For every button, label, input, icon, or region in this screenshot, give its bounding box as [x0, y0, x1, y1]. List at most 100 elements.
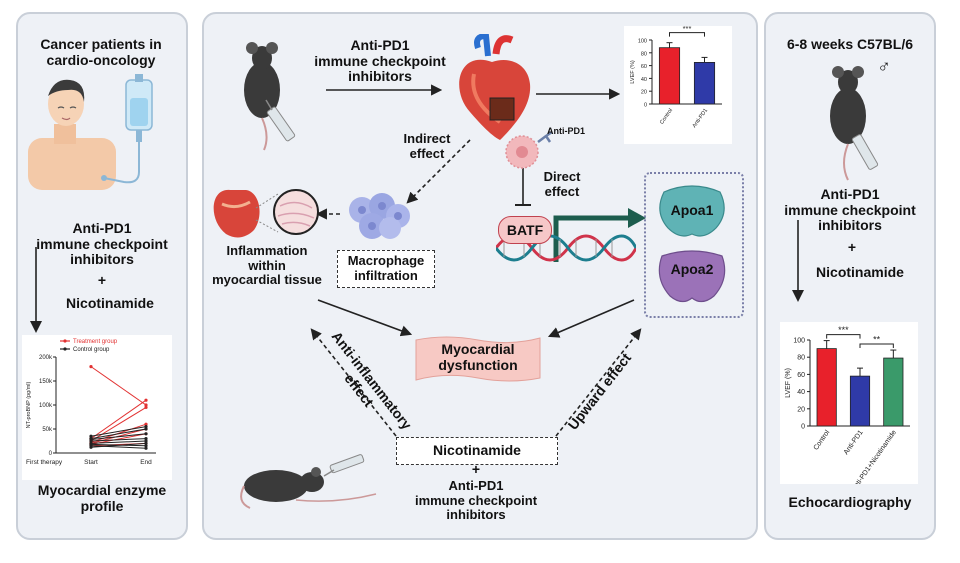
macrophage-box: Macrophage infiltration: [337, 250, 435, 288]
significance-label: ***: [838, 325, 849, 335]
apoa1-label: Apoa1: [670, 202, 714, 218]
apoa2-protein-icon: [658, 250, 726, 303]
center-drug-label: Anti-PD1 immune checkpoint inhibitors: [300, 37, 460, 85]
left-nicotinamide: Nicotinamide: [66, 295, 154, 311]
left-drug-line-2: immune checkpoint: [36, 235, 168, 252]
y-axis-label: NT-proBNP (pg/ml): [26, 382, 32, 429]
category-label: Anti-PD1: [692, 108, 710, 129]
nicotinamide-box: Nicotinamide: [396, 437, 558, 465]
direct-effect-label: Direct effect: [532, 169, 592, 199]
legend-marker: [63, 347, 67, 351]
data-point: [144, 437, 148, 441]
bottom-drug-line-1: Anti-PD1: [448, 478, 504, 493]
inflamed-heart-icon: [213, 189, 319, 238]
arrow-indirect-effect: [406, 139, 471, 204]
dysfunction-label: Myocardial dysfunction: [412, 341, 544, 373]
center-plus: +: [471, 461, 481, 477]
x-tick-label: First therapy: [26, 459, 63, 466]
y-tick-label: 150k: [39, 379, 53, 385]
bar: [658, 47, 681, 105]
center-bottom-drug-label: Anti-PD1 immune checkpoint inhibitors: [396, 478, 556, 523]
data-point: [144, 441, 148, 445]
data-point: [144, 427, 148, 431]
significance-label: **: [873, 335, 881, 345]
x-tick-label: End: [140, 459, 152, 466]
indirect-line-2: effect: [409, 145, 445, 161]
category-label: Anti-PD1: [843, 429, 865, 456]
left-plus: +: [97, 272, 107, 288]
patient-iv-illustration: [28, 74, 153, 190]
right-down-arrow: [792, 220, 804, 302]
left-caption: Myocardial enzyme profile: [22, 482, 182, 514]
y-axis-label: LVEF (%): [785, 368, 792, 398]
series-line: [90, 426, 147, 437]
mouse-right-icon: [830, 66, 879, 181]
y-tick-label: 0: [49, 451, 53, 457]
heart-icon: [459, 34, 531, 140]
bar: [849, 375, 871, 427]
y-tick-label: 60: [797, 372, 805, 379]
dysfunction-line-2: dysfunction: [438, 356, 518, 373]
left-down-arrow: [30, 247, 42, 333]
y-tick-label: 50k: [42, 427, 53, 433]
y-tick-label: 20: [641, 90, 647, 96]
series-line: [90, 366, 147, 406]
data-point: [89, 434, 93, 438]
macrophage-line-2: infiltration: [354, 267, 418, 283]
center-drug-line-2: immune checkpoint: [314, 52, 446, 69]
left-drug-label: Anti-PD1 immune checkpoint inhibitors: [22, 220, 182, 268]
bottom-drug-line-3: inhibitors: [446, 507, 506, 523]
right-drug-label: Anti-PD1 immune checkpoint inhibitors: [770, 186, 930, 234]
right-drug-line-3: inhibitors: [818, 217, 882, 234]
left-drug-line-1: Anti-PD1: [72, 220, 132, 236]
right-caption: Echocardiography: [788, 494, 912, 510]
significance-bracket: [859, 343, 894, 348]
series-line: [90, 438, 147, 442]
y-tick-label: 20: [797, 406, 805, 413]
data-point: [144, 432, 148, 436]
apoa2-label: Apoa2: [670, 261, 714, 277]
data-point: [89, 439, 93, 443]
right-plus: +: [847, 239, 857, 255]
macrophage-line-1: Macrophage: [347, 253, 425, 268]
inflammation-label: Inflammation within myocardial tissue: [202, 243, 332, 288]
data-point: [89, 445, 93, 449]
right-drug-line-2: immune checkpoint: [784, 201, 916, 218]
bar: [816, 348, 837, 427]
legend-marker: [63, 339, 67, 343]
y-tick-label: 80: [797, 355, 805, 362]
indirect-line-1: Indirect: [403, 131, 451, 146]
x-tick-label: Start: [84, 459, 98, 466]
apoa1-protein-icon: [659, 185, 725, 237]
series-line: [90, 399, 147, 440]
right-drug-line-1: Anti-PD1: [820, 186, 880, 202]
data-point: [144, 422, 148, 426]
bottom-drug-line-2: immune checkpoint: [414, 492, 538, 508]
antipd1-small-label: Anti-PD1: [547, 126, 585, 136]
y-axis-label: LVEF (%): [630, 60, 636, 84]
batf-badge: BATF: [498, 216, 552, 244]
inflammation-line-1: Inflammation: [226, 243, 308, 258]
center-drug-line-1: Anti-PD1: [350, 37, 410, 53]
macrophage-cluster-icon: [349, 193, 410, 239]
series-line: [90, 440, 147, 444]
y-tick-label: 40: [641, 77, 647, 83]
mouse-bottom-icon: [240, 454, 377, 509]
y-tick-label: 200k: [39, 355, 53, 361]
arrow-batf-head: [628, 208, 646, 228]
data-point: [144, 446, 148, 450]
dysfunction-banner: [415, 336, 541, 382]
left-caption-line-1: Myocardial enzyme: [37, 482, 167, 498]
inflammation-line-2: within: [248, 257, 286, 273]
left-caption-line-2: profile: [80, 497, 124, 514]
data-point: [144, 425, 148, 429]
male-symbol: ♂: [877, 56, 891, 76]
apoa-dashed-box: [644, 172, 744, 318]
data-point: [144, 405, 148, 409]
category-label: Control: [659, 108, 674, 126]
right-title: 6-8 weeks C57BL/6: [786, 36, 914, 52]
